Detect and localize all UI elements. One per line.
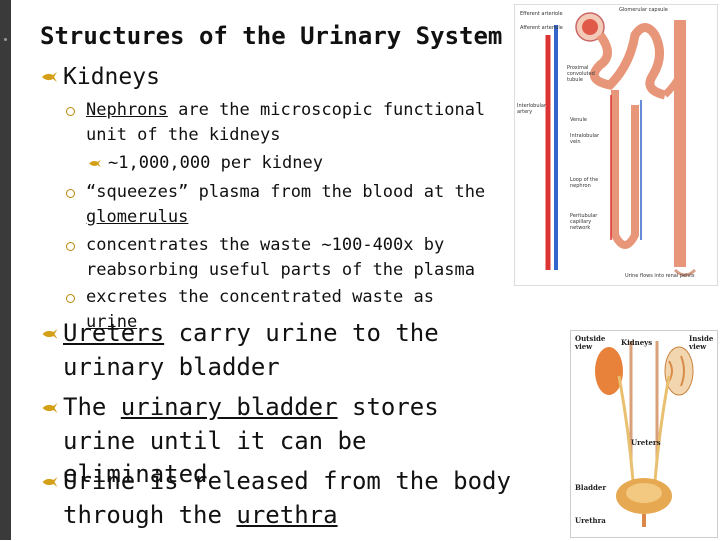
text-run: excretes the concentrated waste as bbox=[86, 287, 434, 307]
kidneys-label: Kidneys bbox=[63, 64, 160, 90]
text-run: carry urine to the urinary bladder bbox=[63, 319, 439, 381]
proximal-tubule-label: Proximal convoluted tubule bbox=[567, 65, 595, 83]
underlined-term: Ureters bbox=[63, 319, 165, 347]
bullet-text: Ureters carry urine to the urinary bladd… bbox=[63, 319, 439, 381]
bullet-text: The urinary bladder stores urine until i… bbox=[63, 393, 439, 488]
urethra-fig-label: Urethra bbox=[575, 516, 606, 525]
text-run: Urine is released from the body through … bbox=[63, 467, 511, 529]
bullet-text: excretes the concentrated waste as urine bbox=[86, 287, 434, 332]
bullet-text: Nephrons are the microscopic functional … bbox=[86, 100, 485, 145]
text-run: are the microscopic functional unit of t… bbox=[86, 100, 486, 145]
sub-item-4: excretes the concentrated waste as urine bbox=[66, 285, 486, 334]
bullet-mark-icon bbox=[42, 403, 58, 413]
bladder-bullet: The urinary bladder stores urine until i… bbox=[42, 391, 513, 492]
intralobular-vein-label: Intralobular vein bbox=[570, 133, 600, 145]
inside-view-label: Inside view bbox=[689, 334, 714, 351]
outside-view-label: Outside view bbox=[575, 334, 606, 351]
bar-dot bbox=[4, 38, 7, 41]
bullet-mark-icon bbox=[42, 329, 58, 339]
nephron-figure: Efferent arteriole Afferent arteriole Gl… bbox=[514, 4, 718, 286]
text-run: concentrates the waste ~100-400x by reab… bbox=[86, 235, 475, 280]
urethra-bullet: Urine is released from the body through … bbox=[42, 465, 513, 532]
bullet-mark-icon bbox=[89, 159, 101, 168]
per-kidney-text: ~1,000,000 per kidney bbox=[108, 153, 323, 173]
bladder-fig-label: Bladder bbox=[575, 483, 607, 492]
circle-bullet-icon bbox=[66, 294, 75, 303]
nephron-illustration bbox=[545, 12, 697, 277]
interlobular-artery-label: Interlobular artery bbox=[517, 103, 547, 115]
venule-label: Venule bbox=[570, 117, 587, 123]
ureters-fig-label: Ureters bbox=[631, 438, 661, 447]
text-run: stores urine until it can be eliminated bbox=[63, 393, 439, 488]
kidneys-bullet: Kidneys bbox=[42, 61, 160, 94]
underlined-term: urine bbox=[86, 311, 138, 332]
sub-item-2: “squeezes” plasma from the blood at the … bbox=[66, 180, 486, 229]
underlined-term: urethra bbox=[236, 500, 338, 529]
bullet-mark-icon bbox=[42, 72, 57, 82]
slide-title: Structures of the Urinary System bbox=[40, 22, 503, 50]
text-run: The bbox=[63, 393, 121, 421]
urine-flow-label: Urine flows into renal pelvis bbox=[625, 273, 695, 279]
kidneys-fig-label: Kidneys bbox=[621, 338, 653, 347]
afferent-label: Afferent arteriole bbox=[520, 25, 563, 31]
urinary-system-figure: Outside view Kidneys Inside view Ureters… bbox=[570, 330, 718, 538]
circle-bullet-icon bbox=[66, 189, 75, 198]
underlined-term: urinary bladder bbox=[120, 393, 338, 421]
sub-item-3: concentrates the waste ~100-400x by reab… bbox=[66, 233, 486, 282]
bullet-text: concentrates the waste ~100-400x by reab… bbox=[86, 235, 475, 280]
ureters-bullet: Ureters carry urine to the urinary bladd… bbox=[42, 317, 513, 384]
sub-item-1: Nephrons are the microscopic functional … bbox=[66, 98, 486, 147]
circle-bullet-icon bbox=[66, 107, 75, 116]
bullet-mark-icon bbox=[42, 477, 58, 487]
efferent-label: Efferent arteriole bbox=[520, 11, 563, 17]
circle-bullet-icon bbox=[66, 242, 75, 251]
urinary-system-illustration bbox=[595, 341, 694, 527]
bullet-text: “squeezes” plasma from the blood at the … bbox=[86, 182, 485, 227]
underlined-term: glomerulus bbox=[86, 206, 189, 227]
left-accent-bar bbox=[0, 0, 11, 540]
glomerular-capsule-label: Glomerular capsule bbox=[619, 7, 668, 13]
underlined-term: Nephrons bbox=[86, 100, 168, 120]
text-run: “squeezes” plasma from the blood at the bbox=[86, 182, 486, 202]
bullet-text: Urine is released from the body through … bbox=[63, 467, 511, 529]
loop-label: Loop of the nephron bbox=[570, 177, 599, 189]
sub-sub-item: ~1,000,000 per kidney bbox=[89, 151, 323, 175]
peritubular-label: Peritubular capillary network bbox=[570, 213, 598, 231]
